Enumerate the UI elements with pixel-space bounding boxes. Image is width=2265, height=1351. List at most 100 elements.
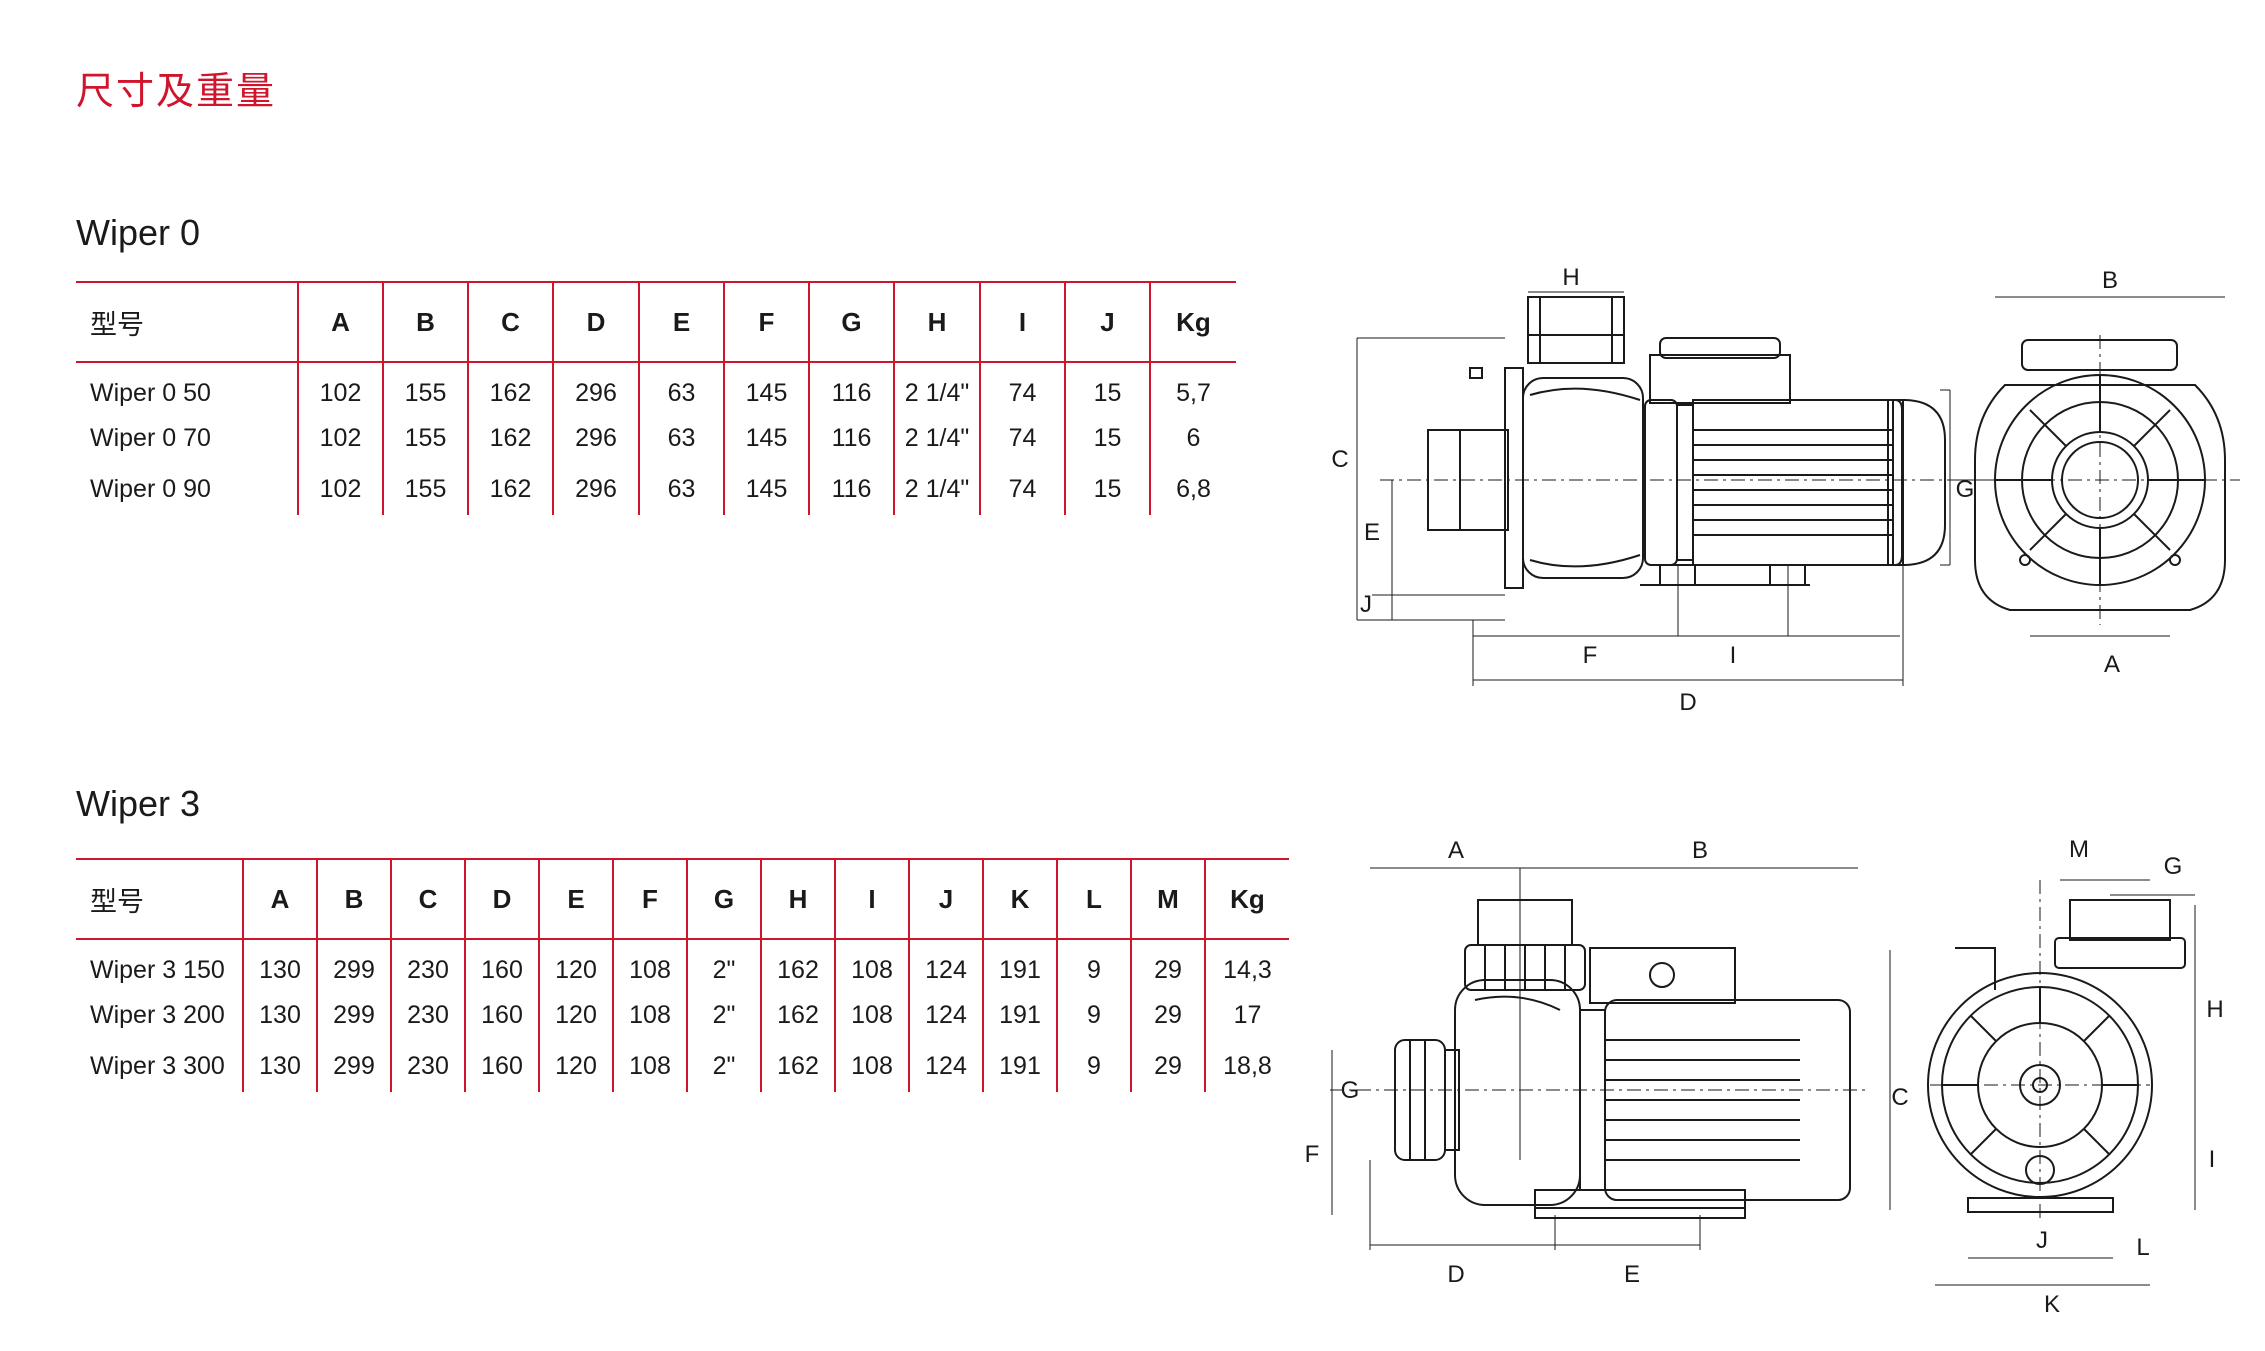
table-cell: 162 (760, 1041, 835, 1092)
table-cell: 124 (908, 1041, 983, 1092)
table-cell: 191 (982, 1041, 1057, 1092)
table-cell: 63 (638, 413, 724, 464)
table-cell: 6,8 (1149, 464, 1236, 515)
column-header: J (1064, 282, 1150, 362)
wiper-0-spec-table: 型号 A B C D E F G H I J Kg Wiper 0 50 102… (76, 281, 1236, 515)
column-header: C (467, 282, 553, 362)
table-cell: 29 (1130, 1041, 1205, 1092)
column-header: A (297, 282, 383, 362)
dimension-label-k: K (2044, 1291, 2060, 1318)
dimension-label-a: A (2104, 651, 2120, 678)
table-cell: 5,7 (1149, 362, 1236, 413)
table-cell: 63 (638, 464, 724, 515)
table-cell: 108 (612, 939, 687, 990)
table-row: Wiper 0 90 102 155 162 296 63 145 116 2 … (76, 464, 1236, 515)
table-cell: 116 (808, 413, 894, 464)
wiper-3-side-view (1394, 899, 1851, 1219)
table-cell: 102 (297, 464, 383, 515)
dimension-label-f: F (1583, 642, 1598, 669)
model-cell: Wiper 3 300 (90, 1052, 225, 1080)
dimension-label-c: C (1331, 446, 1348, 473)
dimension-label-j: J (1360, 591, 1372, 618)
table-cell: 116 (808, 464, 894, 515)
table-cell: 2 1/4" (893, 362, 980, 413)
dimension-label-h: H (1562, 264, 1579, 291)
table-cell: 9 (1056, 939, 1131, 990)
table-cell: 124 (908, 939, 983, 990)
table-cell: 124 (908, 990, 983, 1041)
table-cell: 230 (390, 1041, 465, 1092)
table-cell: 18,8 (1204, 1041, 1289, 1092)
table-cell: 120 (538, 939, 613, 990)
wiper-0-side-view (1427, 296, 1946, 589)
table-cell: 116 (808, 362, 894, 413)
table-cell: 74 (979, 464, 1065, 515)
table-cell: 2 1/4" (893, 464, 980, 515)
dimension-label-g: G (2164, 853, 2183, 880)
table-cell: 14,3 (1204, 939, 1289, 990)
table-cell: 9 (1056, 990, 1131, 1041)
table-cell: 102 (297, 362, 383, 413)
table-cell: 15 (1064, 464, 1150, 515)
dimension-label-i: I (1730, 642, 1737, 669)
table-cell: 6 (1149, 413, 1236, 464)
table-cell: 230 (390, 939, 465, 990)
table-cell: 162 (467, 362, 553, 413)
column-header: A (242, 859, 317, 939)
table-cell: 299 (316, 1041, 391, 1092)
column-header: B (382, 282, 468, 362)
column-header: E (638, 282, 724, 362)
table-cell: 230 (390, 990, 465, 1041)
dimension-label-f: F (1305, 1141, 1320, 1168)
column-header: G (808, 282, 894, 362)
table-cell: 145 (723, 413, 809, 464)
column-header: J (908, 859, 983, 939)
dimension-label-a: A (1448, 837, 1464, 864)
table-cell: 160 (464, 939, 539, 990)
column-header: I (834, 859, 909, 939)
table-cell: 108 (612, 1041, 687, 1092)
column-header: K (982, 859, 1057, 939)
table-cell: 74 (979, 413, 1065, 464)
table-cell: 29 (1130, 990, 1205, 1041)
table-cell: 191 (982, 990, 1057, 1041)
table-cell: 299 (316, 990, 391, 1041)
table-cell: 162 (760, 939, 835, 990)
dimension-label-g: G (1341, 1077, 1360, 1104)
dimension-label-d: D (1679, 689, 1696, 716)
table-cell: 191 (982, 939, 1057, 990)
table-cell: 9 (1056, 1041, 1131, 1092)
table-header-row: 型号 A B C D E F G H I J Kg (76, 282, 1236, 362)
table-cell: 15 (1064, 362, 1150, 413)
dimension-labels: H C E J G F I D B A A B G C F D E M G H … (1305, 264, 2224, 1318)
table-cell: 63 (638, 362, 724, 413)
dimension-label-h: H (2206, 996, 2223, 1023)
table-cell: 108 (834, 1041, 909, 1092)
table-cell: 145 (723, 362, 809, 413)
dimension-label-d: D (1447, 1261, 1464, 1288)
column-header-weight: Kg (1204, 859, 1289, 939)
table-row: Wiper 3 300 130 299 230 160 120 108 2" 1… (76, 1041, 1289, 1092)
column-header: L (1056, 859, 1131, 939)
table-row: Wiper 0 70 102 155 162 296 63 145 116 2 … (76, 413, 1236, 464)
table-cell: 296 (552, 362, 639, 413)
column-header: C (390, 859, 465, 939)
section-title-wiper-0: Wiper 0 (76, 212, 201, 253)
column-header: F (723, 282, 809, 362)
table-cell: 2 1/4" (893, 413, 980, 464)
dimension-lines (1330, 291, 2240, 1286)
wiper-3-front-view (1927, 899, 2186, 1213)
table-cell: 108 (612, 990, 687, 1041)
table-row: Wiper 0 50 102 155 162 296 63 145 116 2 … (76, 362, 1236, 413)
table-cell: 155 (382, 362, 468, 413)
wiper-3-spec-table: 型号 A B C D E F G H I J K L M Kg Wiper 3 … (76, 858, 1289, 1092)
table-cell: 74 (979, 362, 1065, 413)
table-cell: 296 (552, 464, 639, 515)
column-header: G (686, 859, 761, 939)
dimension-label-e: E (1364, 519, 1380, 546)
table-cell: 296 (552, 413, 639, 464)
table-cell: 155 (382, 413, 468, 464)
column-header: D (464, 859, 539, 939)
dimension-label-b: B (2102, 267, 2118, 294)
dimension-label-j: J (2036, 1227, 2048, 1254)
